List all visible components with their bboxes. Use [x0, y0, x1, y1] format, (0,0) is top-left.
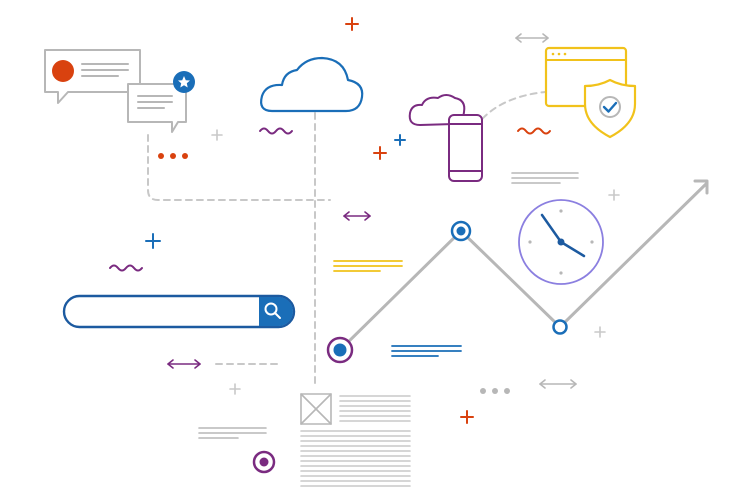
text-lines-yellow: [333, 260, 403, 272]
cloud-icon: [260, 56, 364, 113]
text-lines-gray: [511, 172, 579, 184]
wave-icon: [517, 127, 551, 135]
plus-icon: [608, 189, 620, 201]
dots-icon-red: [158, 153, 188, 159]
search-bar-icon: [62, 294, 296, 329]
plus-icon: [394, 134, 406, 146]
plus-icon: [145, 233, 161, 249]
image-placeholder-icon: [300, 393, 332, 425]
chat-bubbles-icon: [44, 49, 187, 133]
dashed-connector-left: [147, 134, 331, 201]
clock-icon: [518, 199, 604, 285]
browser-shield-icon: [544, 46, 637, 139]
trend-line-icon: [326, 179, 709, 364]
avatar-dot: [52, 60, 74, 82]
wave-icon: [109, 264, 143, 272]
text-lines-gray-lower: [198, 427, 267, 439]
plus-icon: [211, 129, 223, 141]
double-arrow-icon: [343, 211, 371, 221]
plus-icon: [373, 146, 387, 160]
text-lines-blue: [391, 345, 462, 357]
double-arrow-icon: [539, 379, 577, 389]
purple-ring: [252, 450, 276, 474]
star-badge-icon: [173, 71, 195, 93]
plus-icon: [345, 17, 359, 31]
wave-icon: [259, 127, 293, 135]
double-arrow-icon: [167, 359, 201, 369]
plus-icon: [229, 383, 241, 395]
plus-icon: [594, 326, 606, 338]
double-arrow-icon: [515, 33, 549, 43]
cloud-phone-icon: [408, 94, 483, 182]
plus-icon: [460, 410, 474, 424]
trend-point: [552, 319, 568, 335]
document-icon: [300, 393, 411, 487]
magnifier-icon: [264, 302, 281, 319]
dots-icon-gray: [480, 388, 510, 394]
checkmark-icon: [599, 96, 621, 118]
